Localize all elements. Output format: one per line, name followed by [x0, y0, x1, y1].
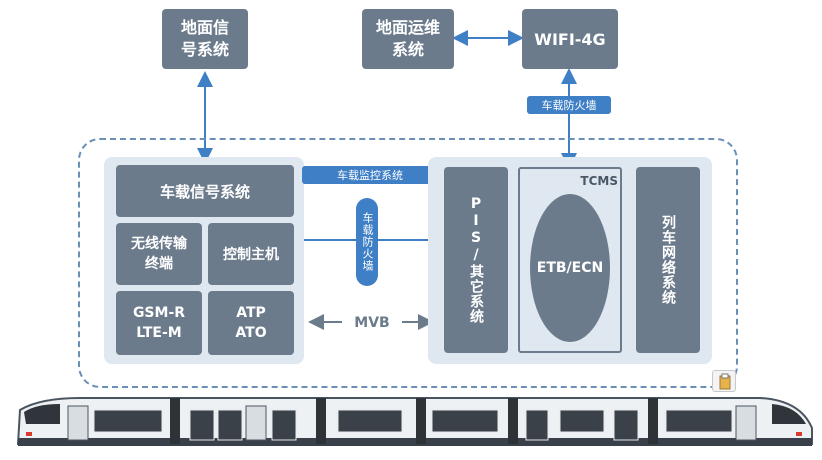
pis-box: PIS/其它系统	[444, 167, 508, 353]
onboard-signal-box: 车载信号系统	[116, 165, 294, 217]
atp-ato-box: ATP ATO	[208, 291, 294, 355]
monitor-system-label: 车载监控系统	[302, 166, 438, 184]
etb-ecn-ellipse: ETB/ECN	[530, 194, 610, 342]
onboard-system-frame	[78, 138, 738, 388]
gsm-lte-box: GSM-R LTE-M	[116, 291, 202, 355]
ground-ops-box: 地面运维 系统	[362, 9, 454, 69]
mvb-label: MVB	[342, 314, 402, 332]
tcms-label: TCMS	[580, 174, 618, 188]
wireless-terminal-box: 无线传输 终端	[116, 223, 202, 285]
wifi-box: WIFI-4G	[522, 9, 618, 69]
train-network-box: 列车网络系统	[636, 167, 700, 353]
firewall-top-label: 车载防火墙	[527, 96, 611, 114]
control-host-box: 控制主机	[208, 223, 294, 285]
ground-signal-box: 地面信 号系统	[162, 9, 248, 69]
firewall-mid-label: 车载防火墙	[356, 198, 378, 286]
clipboard-icon[interactable]	[712, 370, 736, 392]
